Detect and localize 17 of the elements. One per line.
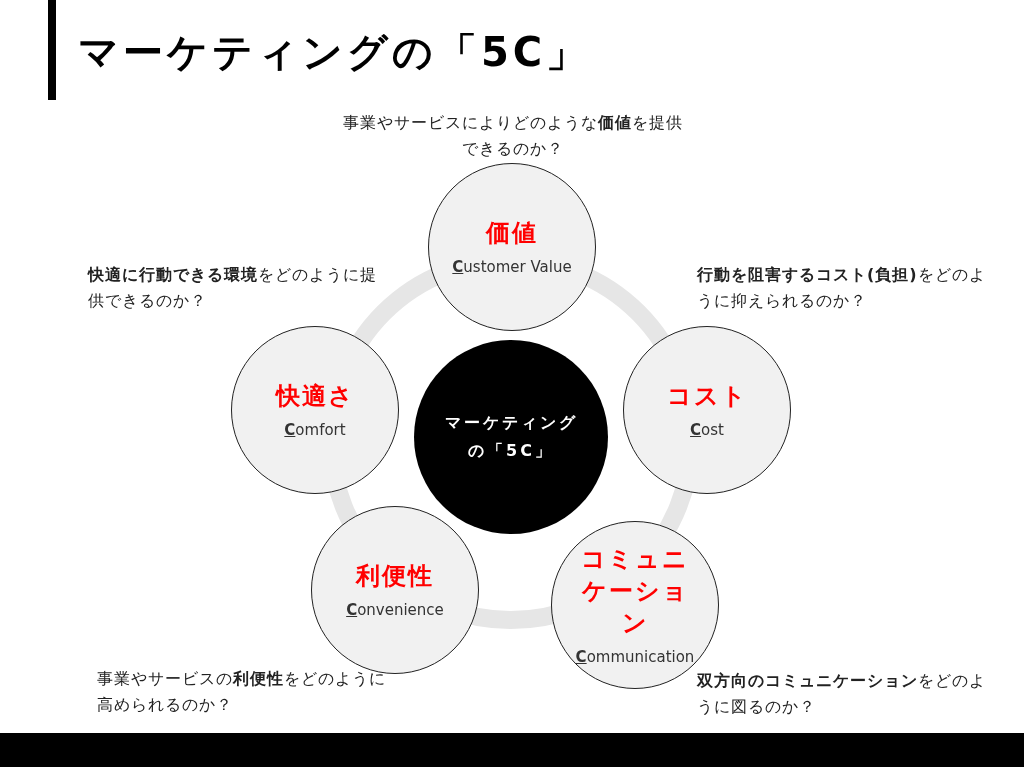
category-heading: 快適さ bbox=[274, 381, 356, 412]
question-text: 事業やサービスの利便性をどのように高められるのか？ bbox=[97, 668, 387, 716]
category-heading: コスト bbox=[665, 381, 749, 412]
english-term: Communication bbox=[574, 647, 696, 667]
english-term: Customer Value bbox=[451, 257, 573, 277]
question-text: 快適に行動できる環境をどのように提供できるのか？ bbox=[88, 264, 378, 312]
english-term: Comfort bbox=[283, 420, 347, 440]
category-heading: コミュニケーション bbox=[580, 544, 690, 639]
category-heading: 価値 bbox=[484, 218, 539, 249]
category-heading: 利便性 bbox=[354, 561, 435, 592]
question-text: 行動を阻害するコスト(負担)をどのように抑えられるのか？ bbox=[697, 264, 987, 312]
question-text: 双方向のコミュニケーションをどのように図るのか？ bbox=[697, 670, 987, 718]
english-term: Cost bbox=[689, 420, 725, 440]
english-term: Convenience bbox=[345, 600, 445, 620]
title: マーケティングの「5C」 bbox=[78, 28, 591, 77]
question-text: 事業やサービスによりどのような価値を提供できるのか？ bbox=[341, 112, 684, 160]
center-label: マーケティングの「5C」 bbox=[443, 412, 579, 462]
